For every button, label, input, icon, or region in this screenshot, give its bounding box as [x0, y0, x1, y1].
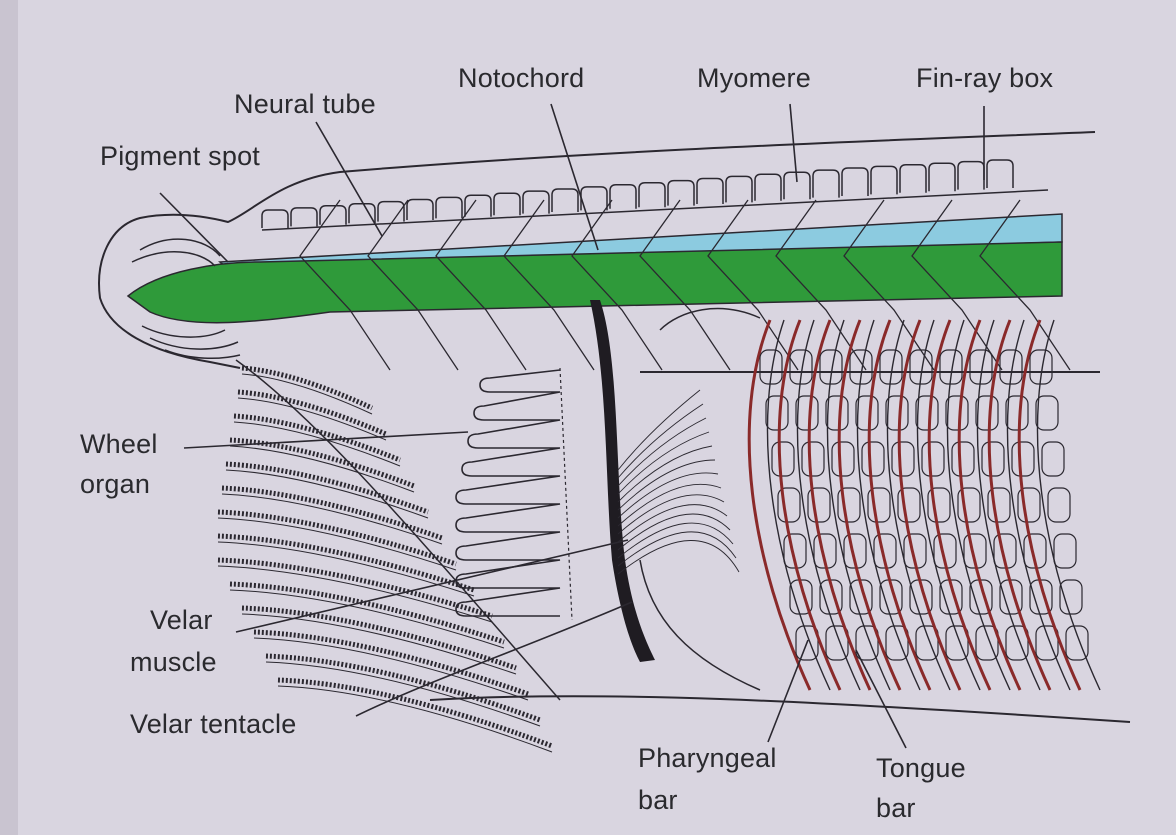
- velar-fibre: [618, 460, 715, 510]
- fin-ray-box: [871, 166, 897, 194]
- label-tongue-bar-line2: bar: [876, 792, 916, 824]
- fin-ray-box: [697, 179, 723, 205]
- gill-slit: [946, 396, 968, 430]
- label-tongue-bar-line1: Tongue: [876, 752, 966, 784]
- gill-slit: [826, 396, 848, 430]
- fin-ray-box: [407, 200, 433, 221]
- fin-ray-box: [842, 168, 868, 196]
- gill-slit: [1054, 534, 1076, 568]
- fin-ray-box: [436, 197, 462, 218]
- velar-tentacle: [218, 512, 456, 564]
- velar-fibre: [618, 505, 727, 542]
- velar-tentacle-edge: [226, 470, 428, 518]
- gill-slit: [1006, 396, 1028, 430]
- gill-slit: [886, 396, 908, 430]
- gill-slit: [832, 442, 854, 476]
- label-pharyngeal-bar-line1: Pharyngeal: [638, 742, 777, 774]
- velar-tentacle-edge: [218, 518, 456, 570]
- fin-ray-box: [494, 193, 520, 215]
- gill-slit: [892, 442, 914, 476]
- gill-slit: [1048, 488, 1070, 522]
- gill-slit: [862, 442, 884, 476]
- fin-ray-box: [929, 163, 955, 191]
- velar-fibres: [618, 390, 739, 574]
- gill-slit: [916, 396, 938, 430]
- gill-slit: [1036, 396, 1058, 430]
- gill-slit: [796, 396, 818, 430]
- velar-fibre: [618, 495, 724, 534]
- gill-slit: [1060, 580, 1082, 614]
- tongue-bar: [767, 320, 830, 690]
- gill-slit: [1042, 442, 1064, 476]
- fin-ray-box: [900, 165, 926, 193]
- label-velar-tentacle: Velar tentacle: [130, 708, 296, 740]
- fin-ray-box: [813, 170, 839, 198]
- fin-ray-box: [958, 162, 984, 190]
- fin-ray-box: [987, 160, 1013, 188]
- oral-hood-edge: [236, 360, 560, 700]
- gill-slit: [766, 396, 788, 430]
- wheel-organ-fold: [456, 370, 560, 616]
- fin-ray-box: [291, 208, 317, 227]
- fin-ray-box: [755, 174, 781, 201]
- gill-slit: [922, 442, 944, 476]
- pharynx-floor: [640, 560, 760, 690]
- gill-slit: [1012, 442, 1034, 476]
- wheel-organ-edge: [560, 368, 572, 620]
- gill-slit: [976, 396, 998, 430]
- label-wheel-organ-line2: organ: [80, 468, 150, 500]
- fin-ray-box: [726, 176, 752, 202]
- velar-tentacle-edge: [254, 638, 528, 700]
- fin-ray-box: [639, 183, 665, 208]
- label-fin-ray-box: Fin-ray box: [916, 62, 1053, 94]
- page-edge-shadow: [0, 0, 18, 835]
- leader-lines: [160, 104, 984, 748]
- gill-slit: [802, 442, 824, 476]
- label-notochord: Notochord: [458, 62, 584, 94]
- label-wheel-organ-line1: Wheel: [80, 428, 158, 460]
- label-velar-muscle-line2: muscle: [130, 646, 217, 678]
- fin-ray-box: [552, 189, 578, 212]
- label-neural-tube: Neural tube: [234, 88, 376, 120]
- pharynx-roof: [660, 309, 760, 330]
- wheel-organ: [456, 368, 572, 620]
- pharyngeal-bars: [640, 309, 1100, 690]
- velar-fibre: [618, 514, 730, 550]
- fin-ray-boxes: [262, 160, 1048, 230]
- fin-ray-box: [349, 204, 375, 224]
- gill-slit: [952, 442, 974, 476]
- fin-ray-box: [465, 195, 491, 217]
- velar-tentacles: [218, 360, 560, 752]
- fin-ray-box: [610, 185, 636, 209]
- fin-ray-box: [262, 210, 288, 228]
- label-pigment-spot: Pigment spot: [100, 140, 260, 172]
- label-velar-muscle-line1: Velar: [150, 604, 213, 636]
- fin-ray-box: [668, 181, 694, 206]
- label-pharyngeal-bar-line2: bar: [638, 784, 678, 816]
- velar-tentacle: [226, 464, 428, 512]
- velar-fibre: [618, 540, 739, 574]
- gill-slit: [982, 442, 1004, 476]
- label-myomere: Myomere: [697, 62, 811, 94]
- gill-slit: [772, 442, 794, 476]
- gill-slit: [856, 396, 878, 430]
